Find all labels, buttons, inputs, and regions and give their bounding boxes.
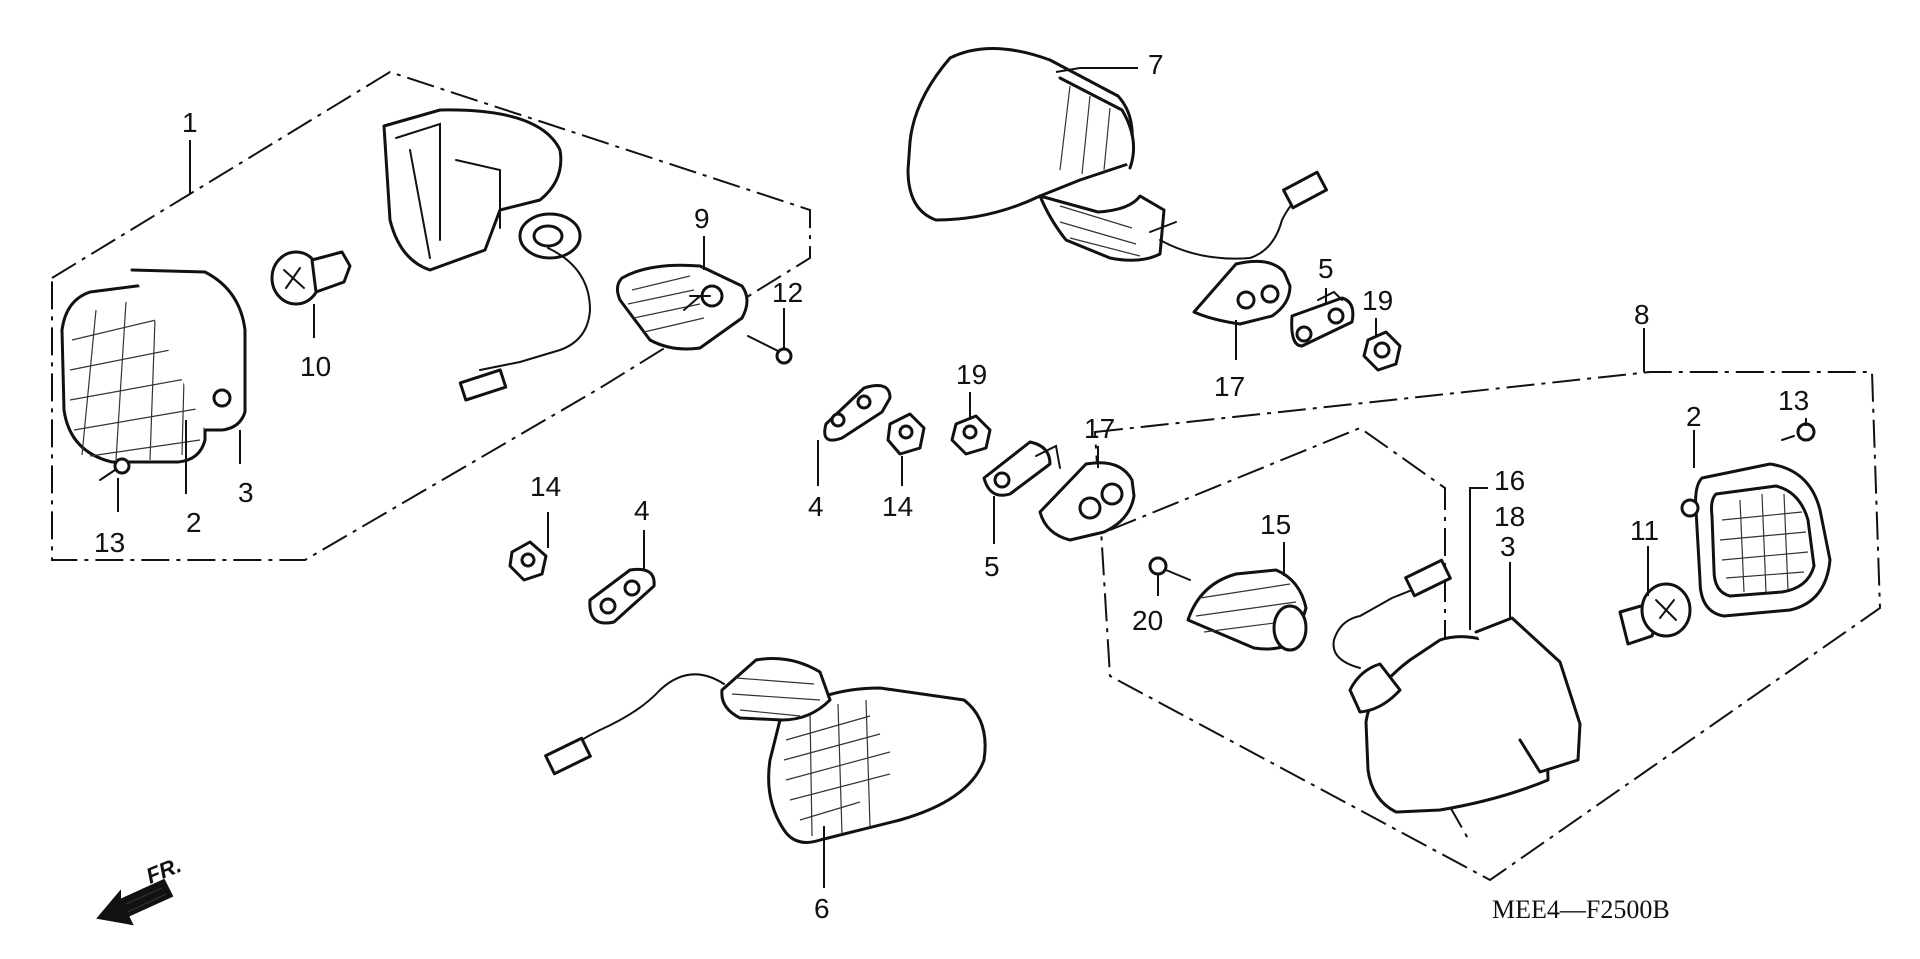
screw-13-left — [99, 457, 131, 481]
callout-2-right: 2 — [1686, 401, 1702, 432]
turn-signal-6 — [720, 657, 987, 844]
callout-14-lower: 14 — [530, 471, 561, 502]
callout-17-upper: 17 — [1214, 371, 1245, 402]
connector-6 — [544, 736, 592, 776]
connector-7 — [1282, 170, 1328, 210]
nut-14-lower — [508, 540, 548, 582]
sub-assembly-outline-right — [1109, 426, 1471, 843]
callout-5-center: 5 — [984, 551, 1000, 582]
callout-15: 15 — [1260, 509, 1291, 540]
plate-5-center — [982, 440, 1061, 497]
callout-4-lower: 4 — [634, 495, 650, 526]
nut-14-center — [886, 412, 926, 456]
callout-1: 1 — [182, 107, 198, 138]
callout-2-left: 2 — [186, 507, 202, 538]
front-label: FR. — [143, 852, 185, 888]
callout-3-right: 3 — [1500, 531, 1516, 562]
connector-right — [1404, 558, 1452, 598]
callout-10: 10 — [300, 351, 331, 382]
callout-8: 8 — [1634, 299, 1650, 330]
callout-19-upper: 19 — [1362, 285, 1393, 316]
grommet-17-center — [1038, 461, 1136, 542]
plate-5-upper — [1290, 290, 1355, 348]
callout-11: 11 — [1630, 515, 1659, 546]
plate-4-upper — [823, 384, 892, 442]
plate-4-lower — [588, 567, 656, 625]
callout-20: 20 — [1132, 605, 1163, 636]
gasket-left — [130, 268, 247, 432]
wire-7 — [1159, 195, 1301, 260]
callout-19-center: 19 — [956, 359, 987, 390]
screw-13-right — [1781, 422, 1816, 442]
front-arrow-icon — [96, 878, 174, 926]
connector-left — [458, 368, 508, 402]
callout-13-right: 13 — [1778, 385, 1809, 416]
callout-18: 18 — [1494, 501, 1525, 532]
screw-20 — [1148, 556, 1191, 581]
callout-labels: 1 2 3 13 10 9 12 7 5 19 17 8 2 13 4 14 1… — [94, 49, 1809, 924]
bulb-right — [1618, 582, 1692, 646]
gasket-right — [1474, 616, 1582, 774]
bulb-left — [270, 250, 352, 306]
grommet-17-upper — [1192, 259, 1292, 326]
housing-left — [382, 108, 582, 272]
front-direction-marker: FR. — [96, 852, 185, 926]
wire-left — [479, 247, 592, 371]
assembly-outline-right — [1093, 371, 1882, 882]
nut-19-upper — [1362, 330, 1402, 372]
callout-3-left: 3 — [238, 477, 254, 508]
callout-4-upper: 4 — [808, 491, 824, 522]
callout-12: 12 — [772, 277, 803, 308]
callout-6: 6 — [814, 893, 830, 924]
wire-6 — [569, 673, 725, 749]
screw-12 — [747, 335, 793, 365]
socket-upper-left — [615, 263, 749, 351]
callout-16: 16 — [1494, 465, 1525, 496]
socket-15 — [1186, 568, 1308, 652]
lens-right — [1680, 462, 1832, 618]
gasket-left-tab — [212, 388, 232, 408]
callout-7: 7 — [1148, 49, 1164, 80]
turn-signal-7 — [906, 46, 1177, 262]
callout-14-center: 14 — [882, 491, 913, 522]
callout-9: 9 — [694, 203, 710, 234]
nut-19-center — [950, 414, 992, 456]
callout-5-upper: 5 — [1318, 253, 1334, 284]
diagram-code: MEE4—F2500B — [1492, 895, 1670, 924]
callout-13-left: 13 — [94, 527, 125, 558]
callout-17-center: 17 — [1084, 413, 1115, 444]
wire-right — [1332, 589, 1413, 669]
leader-lines — [117, 67, 1807, 888]
assembly-outline-left — [51, 70, 811, 561]
